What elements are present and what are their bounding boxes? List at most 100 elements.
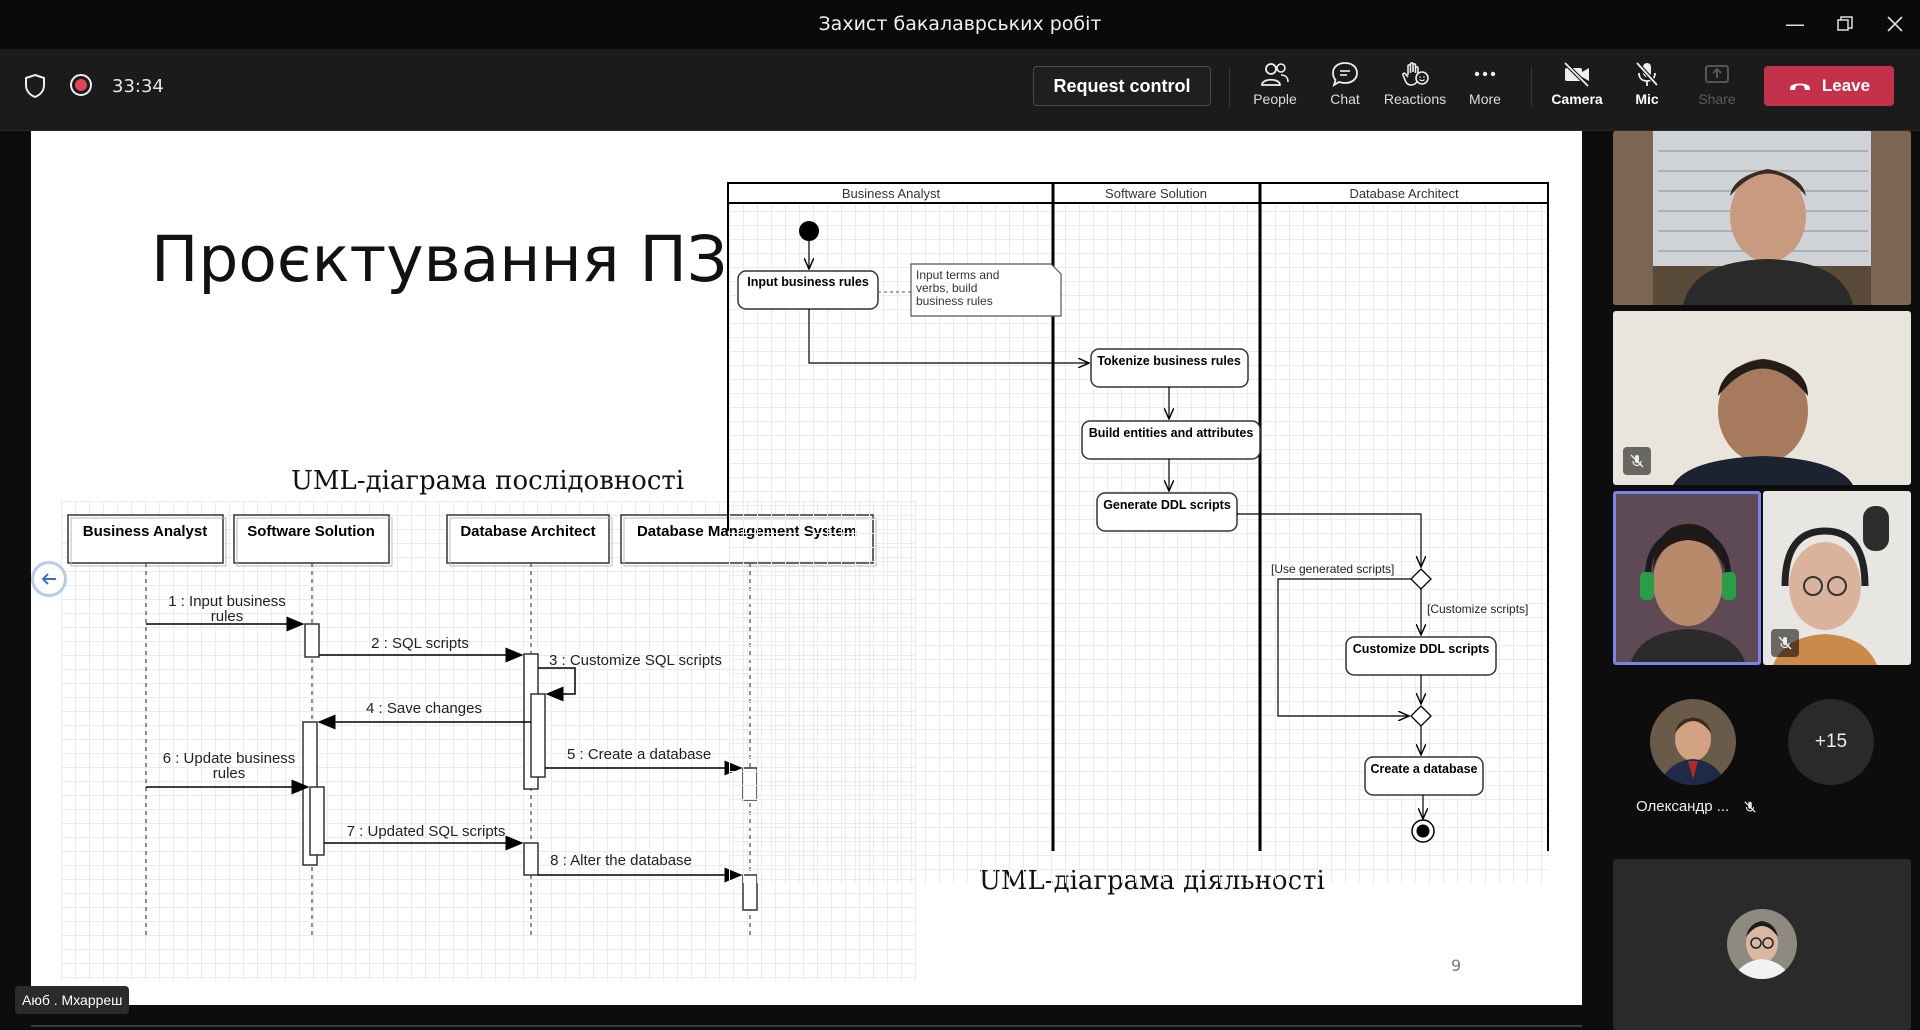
participants-panel: +15 Олександр ... — [1606, 131, 1920, 1030]
chat-icon — [1332, 62, 1358, 87]
action-build-entities — [1081, 420, 1261, 460]
divider — [31, 1025, 1582, 1027]
more-participants-button[interactable]: +15 — [1788, 699, 1874, 785]
mic-label: Mic — [1635, 91, 1659, 107]
message-label: 5 : Create a database — [567, 746, 711, 763]
video-tile[interactable] — [1613, 131, 1911, 305]
avatar — [1727, 909, 1797, 979]
merge-node — [1410, 705, 1432, 727]
chat-button[interactable]: Chat — [1310, 61, 1380, 121]
svg-text:Customize DDL scripts: Customize DDL scripts — [1353, 642, 1490, 656]
message-label: rules — [213, 765, 246, 782]
camera-off-icon — [1563, 61, 1590, 87]
svg-text:[Use generated scripts]: [Use generated scripts] — [1271, 562, 1394, 576]
mic-button[interactable]: Mic — [1612, 61, 1682, 121]
toolbar-divider — [1229, 67, 1230, 107]
svg-text:Input business rules: Input business rules — [747, 275, 869, 289]
reactions-label: Reactions — [1383, 91, 1447, 107]
message-label: rules — [211, 608, 244, 625]
people-label: People — [1253, 91, 1297, 107]
svg-text:Create a database: Create a database — [1370, 762, 1477, 776]
svg-text:verbs, build: verbs, build — [916, 281, 977, 295]
participant-photo — [1650, 699, 1736, 785]
video-tile[interactable] — [1763, 491, 1911, 665]
camera-label: Camera — [1551, 91, 1603, 107]
camera-button[interactable]: Camera — [1542, 61, 1612, 121]
participant-video — [1613, 311, 1911, 485]
lane-label: Database Architect — [1349, 186, 1459, 201]
avatar[interactable] — [1650, 699, 1736, 785]
svg-text:[Customize scripts]: [Customize scripts] — [1427, 602, 1528, 616]
reactions-icon — [1402, 62, 1429, 86]
more-icon — [1474, 71, 1496, 77]
participant-photo — [1727, 909, 1797, 979]
leave-label: Leave — [1821, 76, 1871, 95]
mic-muted-icon — [1623, 447, 1651, 475]
window-title: Захист бакалаврських робіт — [818, 13, 1102, 35]
lifeline-label: Database Architect — [460, 523, 595, 540]
recording-icon — [69, 73, 93, 101]
hang-up-icon — [1789, 83, 1810, 90]
lifeline-label: Software Solution — [247, 523, 375, 540]
svg-text:Generate DDL scripts: Generate DDL scripts — [1103, 498, 1231, 512]
request-control-button[interactable]: Request control — [1033, 66, 1211, 106]
minimize-icon[interactable]: — — [1785, 12, 1805, 36]
shield-icon[interactable] — [24, 73, 46, 103]
participant-name-text: Олександр ... — [1636, 798, 1730, 815]
page-number: 9 — [1451, 956, 1462, 975]
activity-diagram: Business Analyst Software Solution Datab… — [727, 182, 1549, 851]
chat-label: Chat — [1330, 91, 1360, 107]
lifeline-database-architect: Database Architect — [446, 514, 613, 567]
share-button[interactable]: Share — [1682, 61, 1752, 121]
svg-text:Input terms and: Input terms and — [916, 268, 999, 282]
mic-muted-icon — [1771, 629, 1799, 657]
lane-label: Business Analyst — [842, 186, 941, 201]
action-input-business-rules — [737, 270, 879, 310]
leave-button[interactable]: Leave — [1764, 66, 1894, 106]
mic-muted-icon — [1744, 801, 1757, 813]
more-label: More — [1469, 91, 1501, 107]
message-label: 8 : Alter the database — [550, 852, 692, 869]
participant-video — [1616, 494, 1758, 662]
sequence-diagram-caption: UML-діаграма послідовності — [291, 466, 685, 496]
message-label: 3 : Customize SQL scripts — [549, 652, 722, 669]
decision-node — [1410, 568, 1432, 590]
message-label: 7 : Updated SQL scripts — [347, 823, 506, 840]
lifeline-software-solution: Software Solution — [233, 514, 393, 567]
presenter-name-tag: Аюб . Мхарреш — [15, 986, 130, 1014]
lane-label: Software Solution — [1105, 186, 1207, 201]
message-label: 6 : Update business — [163, 750, 296, 767]
svg-text:Tokenize business rules: Tokenize business rules — [1097, 354, 1241, 368]
message-label: 1 : Input business — [168, 593, 286, 610]
more-button[interactable]: More — [1450, 61, 1520, 121]
message-label: 4 : Save changes — [366, 700, 482, 717]
meeting-toolbar: 33:34 Request control People Chat Reacti… — [0, 49, 1920, 131]
action-generate-ddl — [1096, 492, 1238, 532]
people-button[interactable]: People — [1240, 61, 1310, 121]
note-box — [910, 263, 1062, 317]
mic-off-icon — [1635, 61, 1659, 87]
meeting-timer: 33:34 — [112, 76, 164, 97]
slide-title: Проєктування ПЗ — [151, 223, 728, 296]
people-icon — [1261, 63, 1289, 86]
video-tile[interactable] — [1613, 311, 1911, 485]
action-create-database — [1364, 756, 1484, 796]
self-view-tile[interactable] — [1613, 859, 1911, 1030]
participant-name: Олександр ... — [1636, 798, 1757, 815]
restore-icon[interactable] — [1825, 10, 1865, 38]
share-label: Share — [1698, 91, 1736, 107]
back-arrow-icon[interactable] — [31, 561, 67, 597]
video-tile-active-speaker[interactable] — [1613, 491, 1761, 665]
shared-screen: Проєктування ПЗ UML-діаграма послідовнос… — [0, 131, 1606, 1030]
share-icon — [1705, 65, 1729, 83]
lifeline-business-analyst: Business Analyst — [67, 514, 227, 567]
toolbar-divider — [1531, 67, 1532, 107]
svg-text:Build entities and attributes: Build entities and attributes — [1089, 426, 1254, 440]
close-icon[interactable] — [1875, 10, 1915, 38]
initial-node — [799, 221, 819, 241]
lifeline-label: Business Analyst — [83, 523, 208, 540]
presentation-slide: Проєктування ПЗ UML-діаграма послідовнос… — [31, 131, 1582, 1005]
reactions-button[interactable]: Reactions — [1380, 61, 1450, 121]
svg-text:business rules: business rules — [916, 294, 993, 308]
participant-video — [1613, 131, 1911, 305]
